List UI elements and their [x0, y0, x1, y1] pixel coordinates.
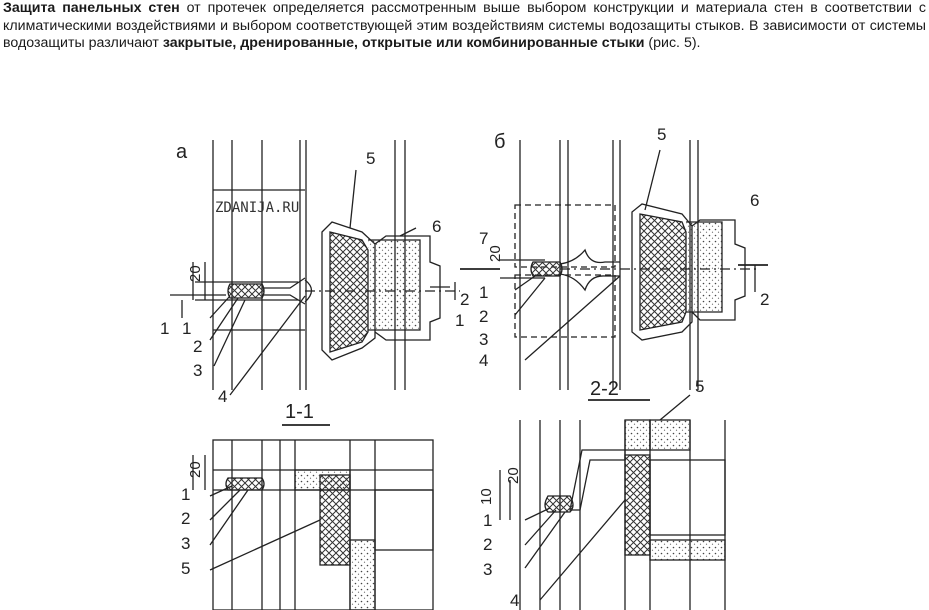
- num-1-a: 1: [160, 319, 169, 338]
- num-3-a11: 3: [181, 534, 190, 553]
- detail-b-section: [499, 394, 726, 610]
- intro-paragraph: Защита панельных стен от протечек опреде…: [3, 0, 926, 53]
- para-part1: от протечек определяется рассмотренным в…: [3, 0, 926, 51]
- num-1-b: 1: [479, 283, 488, 302]
- lead-bold: Защита панельных стен: [3, 0, 180, 16]
- num-4-a: 4: [218, 387, 227, 406]
- detail-a-section: [192, 424, 434, 610]
- num-5-b22: 5: [695, 377, 704, 396]
- num-3-b: 3: [479, 330, 488, 349]
- para-part2: (рис. 5).: [644, 35, 701, 51]
- detail-b-top: [460, 140, 768, 390]
- num-1b-a: 1: [182, 319, 191, 338]
- joints-bold: закрытые, дренированные, открытые или ко…: [162, 35, 645, 51]
- watermark: ZDANIJA.RU: [215, 200, 299, 216]
- dim-20-b: 20: [487, 245, 504, 262]
- num-5-b: 5: [657, 125, 666, 144]
- dim-10-b22: 10: [478, 488, 495, 505]
- num-1r-a: 1: [455, 311, 464, 330]
- num-5-a: 5: [366, 149, 375, 168]
- num-2r-b: 2: [760, 290, 769, 309]
- label-section-1-1: 1-1: [285, 401, 314, 423]
- num-4-b: 4: [479, 351, 488, 370]
- num-2-a: 2: [193, 337, 202, 356]
- joint-drawing: а б 1-1 2-2 ZDANIJA.RU 5 6 1 1 2 3 4 2 1…: [160, 125, 769, 610]
- dim-20-a: 20: [187, 265, 204, 282]
- joint-figure: а б 1-1 2-2 ZDANIJA.RU 5 6 1 1 2 3 4 2 1…: [150, 120, 790, 610]
- num-3-b22: 3: [483, 560, 492, 579]
- label-panel-b: б: [494, 131, 505, 153]
- num-2r-a: 2: [460, 290, 469, 309]
- detail-a-top: [170, 140, 460, 396]
- num-4-b22: 4: [510, 591, 519, 610]
- num-6-b: 6: [750, 191, 759, 210]
- num-2-a11: 2: [181, 509, 190, 528]
- num-1-b22: 1: [483, 511, 492, 530]
- label-panel-a: а: [176, 141, 188, 163]
- num-3-a: 3: [193, 361, 202, 380]
- num-2-b22: 2: [483, 535, 492, 554]
- num-6-a: 6: [432, 217, 441, 236]
- dim-20-a11: 20: [187, 461, 204, 478]
- label-section-2-2: 2-2: [590, 378, 619, 400]
- num-5-a11: 5: [181, 559, 190, 578]
- num-7-b: 7: [479, 229, 488, 248]
- num-1-a11: 1: [181, 485, 190, 504]
- dim-20-b22: 20: [505, 467, 522, 484]
- num-2-b: 2: [479, 307, 488, 326]
